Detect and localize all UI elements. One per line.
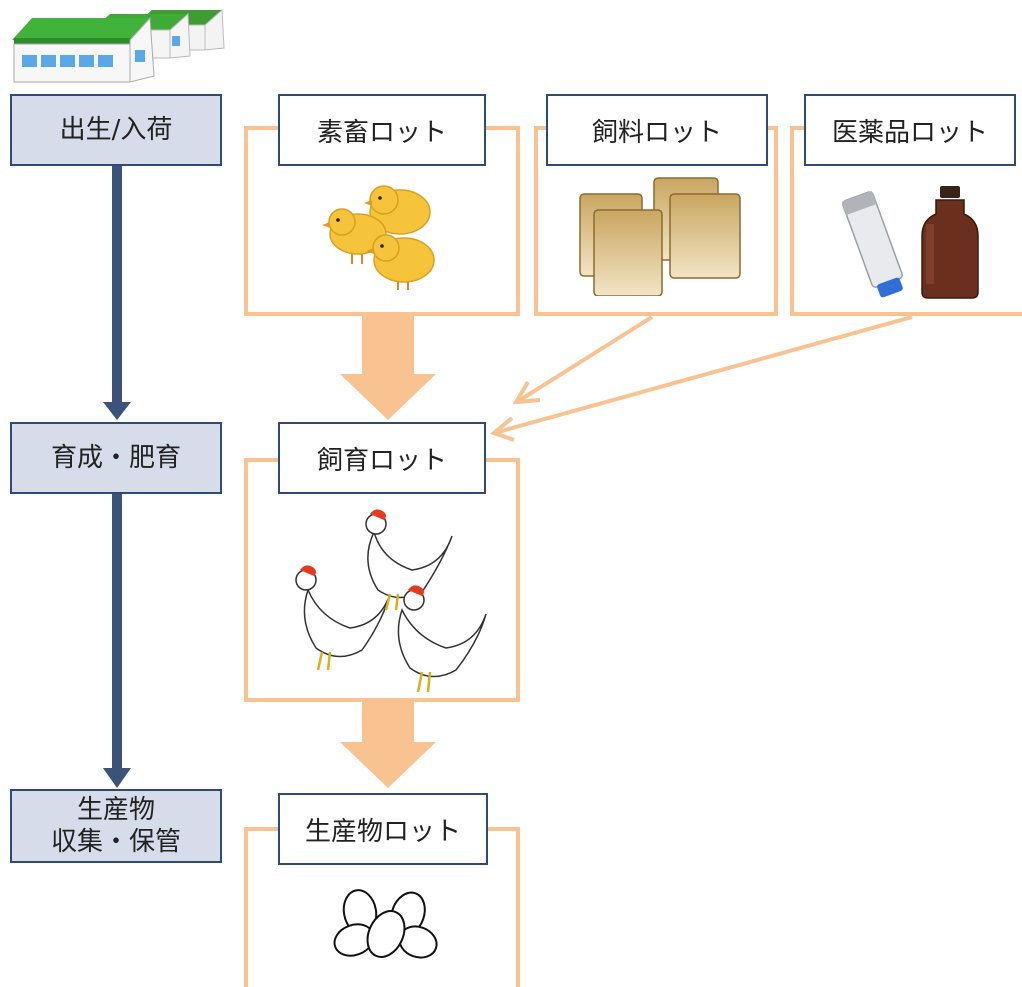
- stage-collect: 生産物 収集・保管: [10, 789, 222, 863]
- lot-frame-stock: [244, 126, 520, 316]
- process-arrow-1: [103, 162, 131, 420]
- stage-collect-label: 生産物 収集・保管: [50, 794, 181, 858]
- medicine-bottles-icon: [841, 186, 979, 299]
- flow-arrow-stock-to-breeding: [340, 312, 436, 420]
- chicks-icon: [322, 185, 435, 290]
- eggs-icon: [333, 889, 438, 959]
- lot-title-stock: 素畜ロット: [278, 94, 486, 166]
- stage-birth: 出生/入荷: [10, 94, 222, 166]
- stage-raise: 育成・肥育: [10, 422, 222, 494]
- lot-frame-medicine: [790, 126, 1022, 316]
- chickens-icon: [295, 509, 487, 693]
- stage-birth-label: 出生/入荷: [59, 114, 173, 145]
- lot-title-feed: 飼料ロット: [546, 94, 768, 166]
- flow-arrow-feed-to-breeding: [512, 315, 654, 405]
- lot-frame-product: [244, 827, 520, 987]
- lot-label-feed: 飼料ロット: [591, 117, 722, 148]
- lot-label-stock: 素畜ロット: [316, 117, 447, 148]
- lot-title-product: 生産物ロット: [278, 793, 488, 865]
- lot-label-product: 生産物ロット: [304, 816, 461, 847]
- lot-label-medicine: 医薬品ロット: [831, 117, 988, 148]
- lot-frame-feed: [534, 126, 778, 316]
- process-arrow-2: [103, 492, 131, 788]
- flow-arrow-breeding-to-product: [340, 698, 436, 788]
- lot-label-breeding: 飼育ロット: [316, 445, 447, 476]
- lot-title-breeding: 飼育ロット: [278, 422, 486, 494]
- farm-buildings-icon: [12, 8, 225, 83]
- flow-arrow-medicine-to-breeding: [490, 315, 913, 442]
- stage-raise-label: 育成・肥育: [50, 442, 181, 473]
- feed-bags-icon: [579, 177, 741, 296]
- lot-frame-breeding: [244, 458, 520, 702]
- lot-title-medicine: 医薬品ロット: [804, 94, 1016, 166]
